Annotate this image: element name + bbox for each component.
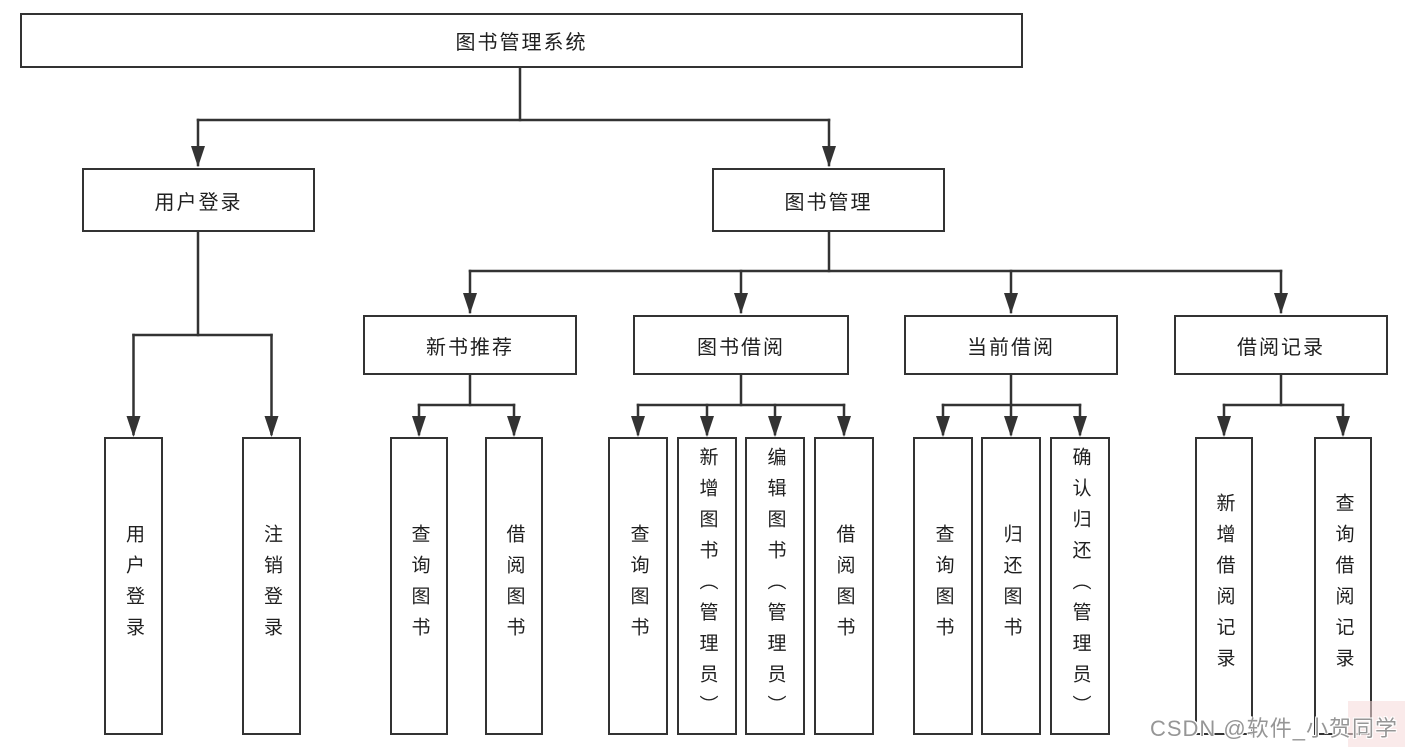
leaf-bb-borrow-books-label: 借阅图书	[833, 524, 855, 648]
leaf-user-login-label: 用户登录	[123, 524, 144, 648]
leaf-br-add-record-label: 新增借阅记录	[1213, 493, 1235, 679]
leaf-nb-query-books-label: 查询图书	[408, 524, 430, 648]
leaf-bb-query-books: 查询图书	[608, 437, 668, 735]
node-current-borrow: 当前借阅	[904, 315, 1118, 375]
node-borrow-records-label: 借阅记录	[1237, 336, 1325, 359]
leaf-cb-return-books: 归还图书	[981, 437, 1041, 735]
leaf-br-query-record-label: 查询借阅记录	[1332, 493, 1354, 679]
leaf-cb-query-books: 查询图书	[913, 437, 973, 735]
leaf-br-add-record: 新增借阅记录	[1195, 437, 1253, 735]
leaf-bb-borrow-books: 借阅图书	[814, 437, 874, 735]
leaf-logout: 注销登录	[242, 437, 301, 735]
node-root: 图书管理系统	[20, 13, 1023, 68]
leaf-cb-confirm-return-admin-label: 确认归还（管理员）	[1069, 446, 1091, 726]
connector-lines	[132, 64, 1345, 436]
leaf-bb-edit-books-admin-label: 编辑图书（管理员）	[764, 446, 786, 726]
leaf-bb-query-books-label: 查询图书	[627, 524, 649, 648]
leaf-bb-add-books-admin: 新增图书（管理员）	[677, 437, 737, 735]
node-book-borrow-label: 图书借阅	[697, 336, 785, 359]
watermark-highlight	[1348, 701, 1405, 747]
node-user-login-label: 用户登录	[154, 191, 243, 214]
watermark-text: CSDN @软件_小贺同学	[1149, 716, 1398, 741]
leaf-cb-confirm-return-admin: 确认归还（管理员）	[1050, 437, 1110, 735]
leaf-logout-label: 注销登录	[261, 524, 282, 648]
leaf-cb-return-books-label: 归还图书	[1000, 524, 1022, 648]
leaf-user-login: 用户登录	[104, 437, 163, 735]
node-user-login: 用户登录	[82, 168, 315, 232]
node-root-label: 图书管理系统	[455, 32, 588, 54]
leaf-bb-add-books-admin-label: 新增图书（管理员）	[696, 446, 718, 726]
leaf-nb-borrow-books-label: 借阅图书	[503, 524, 525, 648]
leaf-cb-query-books-label: 查询图书	[932, 524, 954, 648]
node-book-management-label: 图书管理	[784, 191, 873, 214]
node-book-borrow: 图书借阅	[633, 315, 849, 375]
node-new-book-recommend: 新书推荐	[363, 315, 577, 375]
node-book-management: 图书管理	[712, 168, 945, 232]
node-current-borrow-label: 当前借阅	[967, 336, 1055, 359]
leaf-nb-query-books: 查询图书	[390, 437, 448, 735]
leaf-bb-edit-books-admin: 编辑图书（管理员）	[745, 437, 805, 735]
leaf-br-query-record: 查询借阅记录	[1314, 437, 1372, 735]
node-borrow-records: 借阅记录	[1174, 315, 1388, 375]
node-new-book-recommend-label: 新书推荐	[426, 336, 514, 359]
leaf-nb-borrow-books: 借阅图书	[485, 437, 543, 735]
